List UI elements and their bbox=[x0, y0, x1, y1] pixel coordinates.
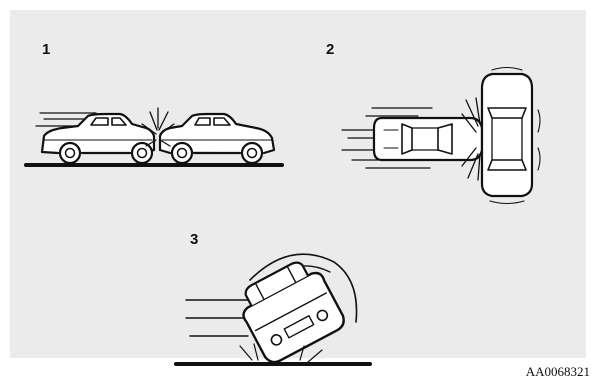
side-impact-collision-icon bbox=[342, 68, 540, 204]
figure-reference-code: AA0068321 bbox=[526, 364, 590, 380]
scenario-number-3: 3 bbox=[190, 231, 198, 248]
scenario-number-1: 1 bbox=[42, 41, 50, 58]
rear-end-collision-icon bbox=[26, 108, 282, 165]
rollover-collision-icon bbox=[176, 254, 370, 366]
scenario-number-2: 2 bbox=[326, 41, 334, 58]
